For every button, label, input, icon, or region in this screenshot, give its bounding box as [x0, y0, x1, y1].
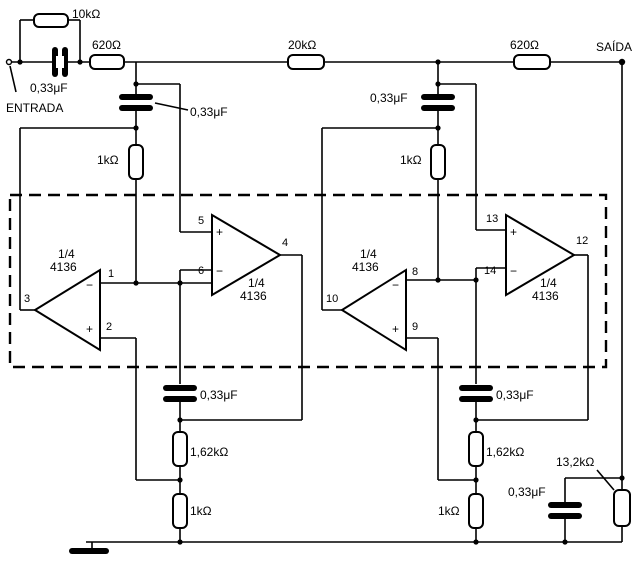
opamp-4-plus: +	[510, 225, 517, 239]
opamp-4-minus: −	[510, 264, 517, 278]
junction	[619, 475, 625, 481]
pin-14: 14	[484, 265, 496, 277]
label-10k: 10kΩ	[72, 7, 100, 21]
pin-2: 2	[106, 321, 112, 333]
label-entrada: ENTRADA	[6, 101, 63, 115]
opamp-2-plus: +	[216, 225, 223, 239]
opamp-1-fraction: 1/4	[58, 247, 75, 261]
resistor-1k-stage1	[128, 144, 144, 180]
opamp-4-part: 4136	[532, 289, 559, 303]
resistor-10k	[33, 13, 69, 28]
opamp-1-minus: −	[86, 278, 93, 292]
label-c2-top: 0,33μF	[370, 91, 408, 105]
opamp-2-fraction: 1/4	[248, 276, 265, 290]
resistor-1-62k-stage2	[468, 431, 484, 467]
wire	[9, 65, 17, 93]
pin-13: 13	[486, 213, 498, 225]
input-terminal	[5, 58, 13, 66]
opamp-1-part: 4136	[50, 260, 77, 274]
pin-6: 6	[198, 265, 204, 277]
opamp-3-plus: +	[392, 322, 399, 336]
opamp-3-part: 4136	[352, 260, 379, 274]
label-1k-stage1: 1kΩ	[97, 153, 119, 167]
opamp-3-fraction: 1/4	[360, 247, 377, 261]
label-620-in: 620Ω	[92, 38, 121, 52]
junction	[177, 539, 183, 545]
junction	[17, 59, 23, 65]
pin-10: 10	[326, 293, 338, 305]
opamp-2-minus: −	[216, 264, 223, 278]
ic-package-outline	[8, 193, 608, 369]
opamp-3	[340, 268, 407, 352]
label-c2-bottom: 0,33μF	[496, 388, 534, 402]
label-c1-bottom: 0,33μF	[200, 388, 238, 402]
opamp-1-plus: +	[86, 322, 93, 336]
pin-9: 9	[412, 321, 418, 333]
resistor-620-in	[89, 54, 125, 70]
resistor-1k-stage2	[430, 144, 446, 180]
label-c-in: 0,33μF	[30, 81, 68, 95]
resistor-1k-gnd-stage2	[468, 493, 484, 529]
label-162-stage1: 1,62kΩ	[190, 445, 228, 459]
label-c1-top: 0,33μF	[190, 105, 228, 119]
label-162-stage2: 1,62kΩ	[486, 445, 524, 459]
pin-12: 12	[576, 235, 588, 247]
opamp-2	[211, 213, 282, 297]
resistor-1-62k-stage1	[172, 431, 188, 467]
pin-1: 1	[108, 268, 114, 280]
opamp-3-minus: −	[392, 278, 399, 292]
label-1k-stage2: 1kΩ	[400, 153, 422, 167]
resistor-1k-gnd-stage1	[172, 493, 188, 529]
label-c-out: 0,33μF	[508, 485, 546, 499]
label-saida: SAÍDA	[596, 39, 632, 54]
label-13-2k: 13,2kΩ	[556, 455, 594, 469]
opamp-2-part: 4136	[240, 289, 267, 303]
junction	[473, 539, 479, 545]
resistor-20k	[287, 54, 325, 70]
opamp-4	[505, 213, 576, 297]
junction	[435, 81, 441, 87]
label-1k-gnd-stage2: 1kΩ	[438, 504, 460, 518]
pin-3: 3	[24, 293, 30, 305]
label-620-out: 620Ω	[510, 38, 539, 52]
label-20k: 20kΩ	[288, 38, 316, 52]
junction	[77, 59, 83, 65]
label-1k-gnd-stage1: 1kΩ	[190, 504, 212, 518]
pin-4: 4	[282, 237, 288, 249]
capacitor-gap	[56, 56, 64, 68]
leader-line	[154, 102, 189, 111]
resistor-13-2k	[613, 489, 631, 527]
leader-line	[596, 469, 615, 491]
opamp-1	[33, 268, 101, 352]
junction	[562, 539, 568, 545]
opamp-4-fraction: 1/4	[540, 276, 557, 290]
resistor-620-out	[513, 54, 551, 70]
pin-8: 8	[412, 266, 418, 278]
pin-5: 5	[198, 215, 204, 227]
